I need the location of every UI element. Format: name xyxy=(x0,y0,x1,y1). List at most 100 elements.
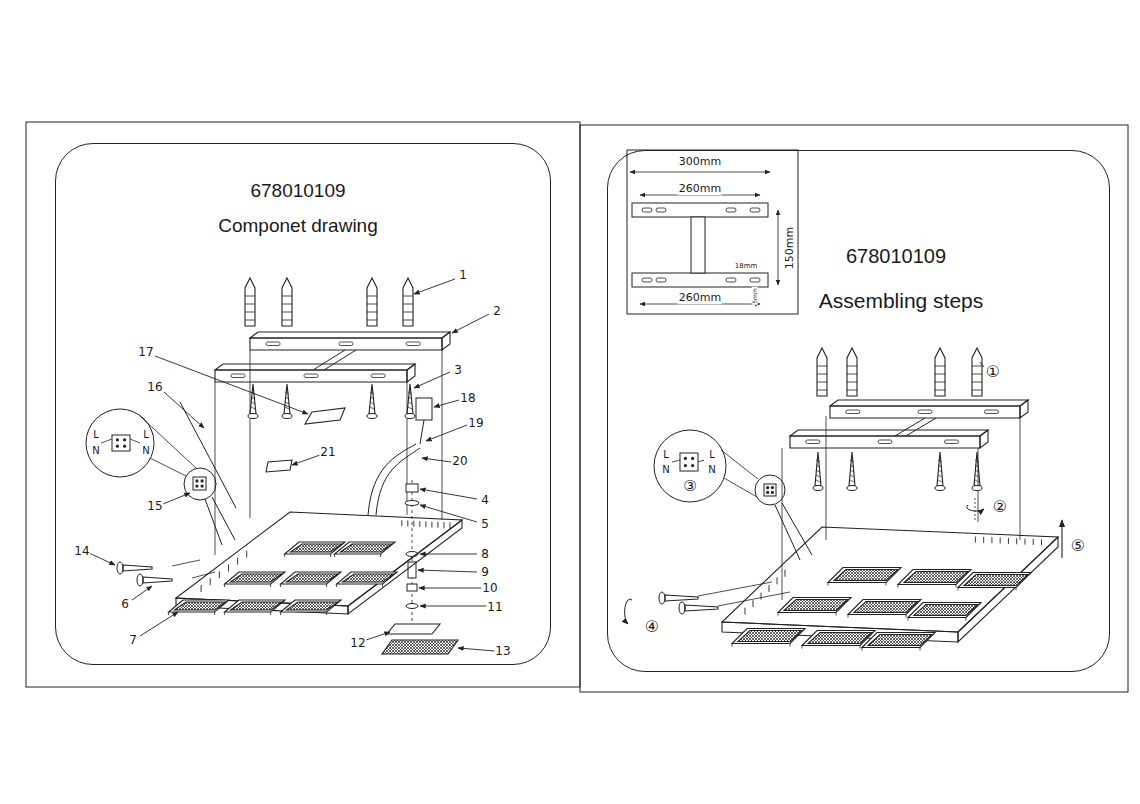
terminal-screw xyxy=(201,485,204,488)
leader-line xyxy=(414,279,455,294)
leader-line xyxy=(292,455,320,465)
light-grille xyxy=(964,575,1028,586)
bracket-plate xyxy=(830,406,1020,418)
screw-thread xyxy=(850,465,854,467)
vent-slot xyxy=(419,521,420,527)
callout-number: 17 xyxy=(137,346,154,359)
plug-rib xyxy=(817,382,827,383)
plug-rib xyxy=(282,312,292,313)
light-frame xyxy=(335,542,395,554)
screw-thread xyxy=(408,402,412,404)
dimension-label: 260mm xyxy=(678,183,722,195)
screw-thread xyxy=(285,407,289,409)
bracket-plate xyxy=(250,332,450,338)
bracket-slot xyxy=(339,342,353,346)
bracket-plate xyxy=(790,430,988,436)
callout-number: 2 xyxy=(492,305,502,318)
connector-box xyxy=(416,398,432,420)
screw-thread xyxy=(938,475,942,477)
dimension-line xyxy=(630,172,770,173)
screw xyxy=(685,605,718,611)
wall-plug xyxy=(847,348,857,396)
plug-rib xyxy=(367,320,377,321)
plug-rib xyxy=(972,374,982,375)
screw xyxy=(284,384,290,414)
screw-head xyxy=(367,414,377,419)
bracket-bar xyxy=(632,203,768,217)
light-grille xyxy=(286,602,338,610)
vent-slot xyxy=(413,521,414,527)
light-edge xyxy=(956,585,957,588)
vent-slot xyxy=(237,558,238,565)
screw-thread xyxy=(251,407,255,409)
light-frame xyxy=(828,568,901,583)
light-grille xyxy=(230,602,282,610)
light-edge xyxy=(214,612,215,615)
plug-rib xyxy=(282,296,292,297)
light-edge xyxy=(920,648,921,651)
screw-head xyxy=(972,486,982,491)
bracket-slot xyxy=(750,208,760,212)
screw xyxy=(123,565,152,571)
plug-rib xyxy=(847,366,857,367)
screw-head xyxy=(935,486,945,491)
screw-thread xyxy=(251,402,255,404)
detail-line xyxy=(721,450,758,479)
model-number: 678010109 xyxy=(846,245,946,267)
wire xyxy=(698,460,704,462)
plug-rib xyxy=(245,296,255,297)
light-frame xyxy=(958,573,1031,588)
light-edge xyxy=(966,618,967,621)
leader-line xyxy=(366,632,390,640)
screw-thread xyxy=(975,470,979,472)
terminal-screw xyxy=(766,491,769,494)
plug-rib xyxy=(817,390,827,391)
terminal-label: L xyxy=(92,430,100,441)
sheet-frame xyxy=(580,125,1128,692)
terminal-block xyxy=(680,453,698,471)
vent-slot xyxy=(745,608,746,615)
bracket-slot xyxy=(231,374,245,378)
screw xyxy=(407,384,413,414)
light-grille xyxy=(342,574,394,582)
vent-slot xyxy=(761,593,762,600)
wall-plug xyxy=(282,278,292,326)
leader-line xyxy=(434,400,459,407)
callout-number: 6 xyxy=(120,598,130,611)
terminal-block xyxy=(112,435,130,451)
light-edge xyxy=(802,646,803,649)
screw-thread xyxy=(850,475,854,477)
plug-rib xyxy=(367,304,377,305)
light-grille xyxy=(738,631,802,642)
plug-rib xyxy=(935,390,945,391)
plug-rib xyxy=(972,382,982,383)
screw-thread xyxy=(938,480,942,482)
wire xyxy=(101,439,112,443)
screw xyxy=(937,452,943,486)
callout-number: 21 xyxy=(319,446,336,459)
dimension-label: 18mm xyxy=(734,263,759,270)
light-edge xyxy=(280,584,281,587)
vent-slot xyxy=(210,578,211,585)
screw-thread xyxy=(285,402,289,404)
leader-line xyxy=(452,314,489,333)
plug-rib xyxy=(367,296,377,297)
sheet-frame xyxy=(26,122,580,687)
vent-slot xyxy=(219,571,220,578)
leader-line xyxy=(155,356,308,414)
light-frame xyxy=(848,600,921,615)
leader-line xyxy=(419,588,482,589)
leader-line xyxy=(164,392,204,428)
screw-head xyxy=(679,602,685,614)
terminal-screw xyxy=(684,457,687,460)
light-edge xyxy=(778,613,779,616)
screw-thread xyxy=(938,460,942,462)
light-edge xyxy=(836,613,837,616)
terminal-block xyxy=(193,477,206,490)
step-number: ③ xyxy=(682,479,697,495)
light-grille xyxy=(834,570,898,581)
vent-slot xyxy=(1008,538,1009,544)
callout-number: 3 xyxy=(453,364,463,377)
wire xyxy=(130,439,140,443)
lamp-body xyxy=(176,512,462,606)
